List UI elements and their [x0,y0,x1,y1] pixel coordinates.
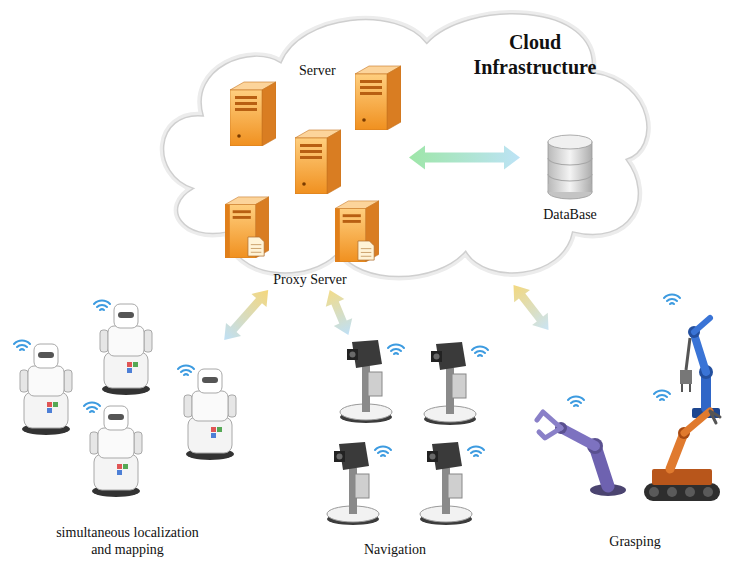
tracked-arm [644,411,720,501]
claw-arm [537,412,626,496]
double-arrow [409,146,520,170]
arm-gripper [710,411,720,423]
database-cylinder [548,135,592,199]
wifi-icon [472,347,488,356]
wifi-icon [654,391,670,400]
server-icon [230,82,276,146]
navigation-robot [327,442,379,525]
slam-robot [20,344,72,435]
claw-finger [539,428,561,438]
cylinder-top [548,135,592,149]
wifi-icon [14,341,30,350]
slam-robot [100,304,152,395]
wifi-icon [664,295,680,304]
cloud-outline [164,14,647,277]
wifi-icon [468,447,484,456]
double-arrow [514,285,549,330]
wifi-icon [94,301,110,310]
cylinder-band [548,174,592,181]
arm-link [701,374,711,408]
navigation-robot [424,342,476,425]
proxy-server-label: Proxy Server [273,272,347,288]
slam-robot [184,369,236,460]
arm-link [694,334,706,372]
cylinder-body [548,142,592,192]
cloud-title: Cloud Infrastructure [465,30,605,80]
grasping-robot-group: Grasping [545,330,725,552]
cylinder-band [548,158,592,165]
cylinder-bottom [548,185,592,199]
arm-gripper [680,370,692,384]
gripper-finger [681,384,683,392]
wheel [685,487,695,497]
navigation-robot [340,340,392,423]
arm-link [694,318,710,332]
vehicle-body [652,469,712,485]
navigation-robot [420,442,472,525]
wifi-icon [388,345,404,354]
industrial-arm [680,318,720,418]
proxy-server-icon [335,201,379,262]
gripper-finger [689,384,691,392]
server-icon [355,66,401,130]
wifi-icon [375,447,391,456]
double-arrow [326,290,352,335]
arm-link [684,411,710,433]
double-arrow [224,290,268,340]
slam-robot [90,406,142,497]
wifi-icon [178,366,194,375]
claw-finger [537,412,561,428]
wheel [667,487,677,497]
database-label: DataBase [543,207,597,223]
track [644,483,720,501]
group-label: Grasping [609,534,660,550]
proxy-server-icon [225,197,269,258]
cloud-glow [164,14,647,277]
group-label: Navigation [364,542,426,558]
wifi-icon [568,397,584,406]
navigation-robot-group: Navigation [300,335,490,560]
wheel [703,487,713,497]
cylinder-body [548,184,591,192]
arm-cable [686,338,690,370]
server-icon [295,130,341,194]
wheel [649,487,659,497]
wifi-icon [84,403,100,412]
server-label: Server [299,63,409,79]
group-label: simultaneous localization and mapping [48,524,208,558]
